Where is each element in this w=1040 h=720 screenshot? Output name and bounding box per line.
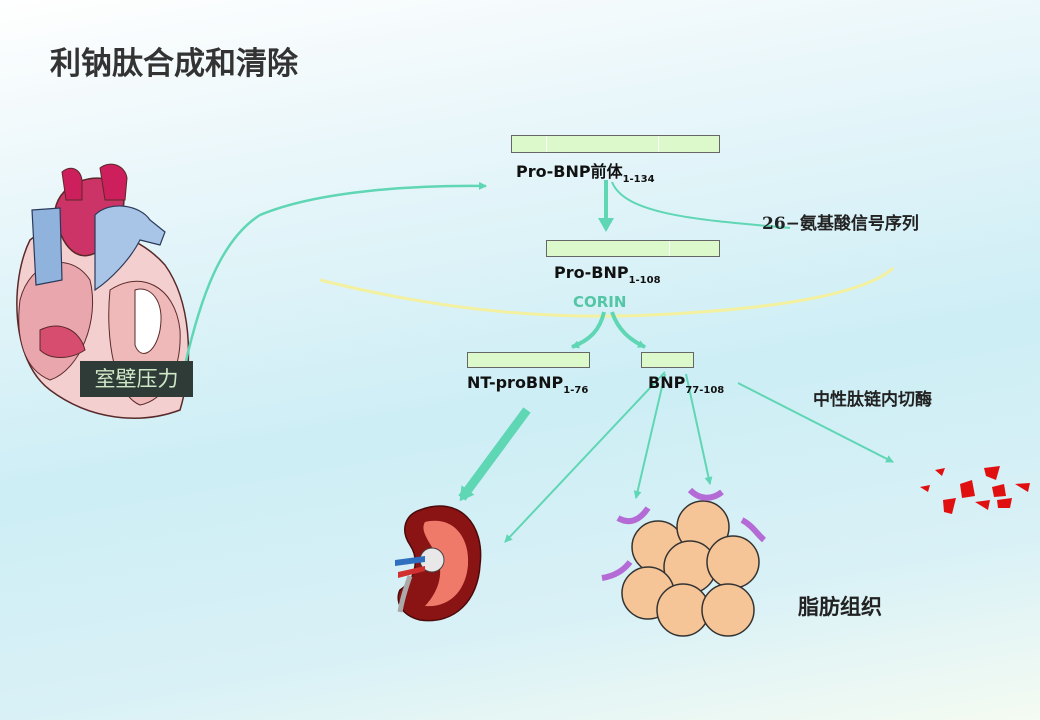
wall-stress-label: 室壁压力 (80, 361, 193, 397)
arrow-ntprobnp-to-kidney (458, 407, 531, 502)
ntprobnp-range: 1-76 (563, 385, 589, 396)
kidney-icon (395, 505, 482, 622)
precursor-label: Pro-BNP前体1-134 (516, 158, 655, 185)
probnp-label: Pro-BNP1-108 (554, 263, 661, 286)
signal-sequence-curve (611, 181, 791, 229)
page-title: 利钠肽合成和清除 (50, 46, 298, 82)
ntprobnp-bar (467, 352, 590, 368)
arrow-bnp-to-fat-top (685, 373, 713, 485)
arrow-corin-to-ntprobnp (571, 311, 606, 349)
ntprobnp-label: NT-proBNP1-76 (467, 373, 588, 396)
corin-label: CORIN (573, 293, 627, 311)
bnp-range: 77-108 (685, 385, 725, 396)
arrow-bnp-to-fat-left (633, 373, 666, 499)
probnp-bar (546, 240, 720, 257)
arrow-bnp-to-endopeptidase (737, 382, 894, 463)
bnp-bar (641, 352, 694, 368)
fat-cells-icon (601, 487, 767, 637)
peptide-fragments-icon (920, 466, 1030, 514)
bnp-name: BNP (648, 373, 686, 392)
adipose-tissue-label: 脂肪组织 (798, 595, 882, 619)
precursor-bar (511, 135, 720, 153)
signal-sequence-label: 26−氨基酸信号序列 (762, 214, 919, 234)
arrow-bnp-to-kidney (504, 371, 666, 543)
precursor-range: 1-134 (622, 174, 655, 185)
probnp-name: Pro-BNP (554, 263, 629, 282)
endopeptidase-label: 中性肽链内切酶 (813, 390, 932, 410)
ntprobnp-name: NT-proBNP (467, 373, 564, 392)
probnp-range: 1-108 (628, 275, 661, 286)
arrow-heart-to-precursor (183, 181, 487, 366)
arrow-corin-to-bnp (610, 311, 646, 349)
bnp-label: BNP77-108 (648, 373, 724, 396)
precursor-name: Pro-BNP前体 (516, 162, 623, 181)
cell-membrane (319, 266, 895, 318)
